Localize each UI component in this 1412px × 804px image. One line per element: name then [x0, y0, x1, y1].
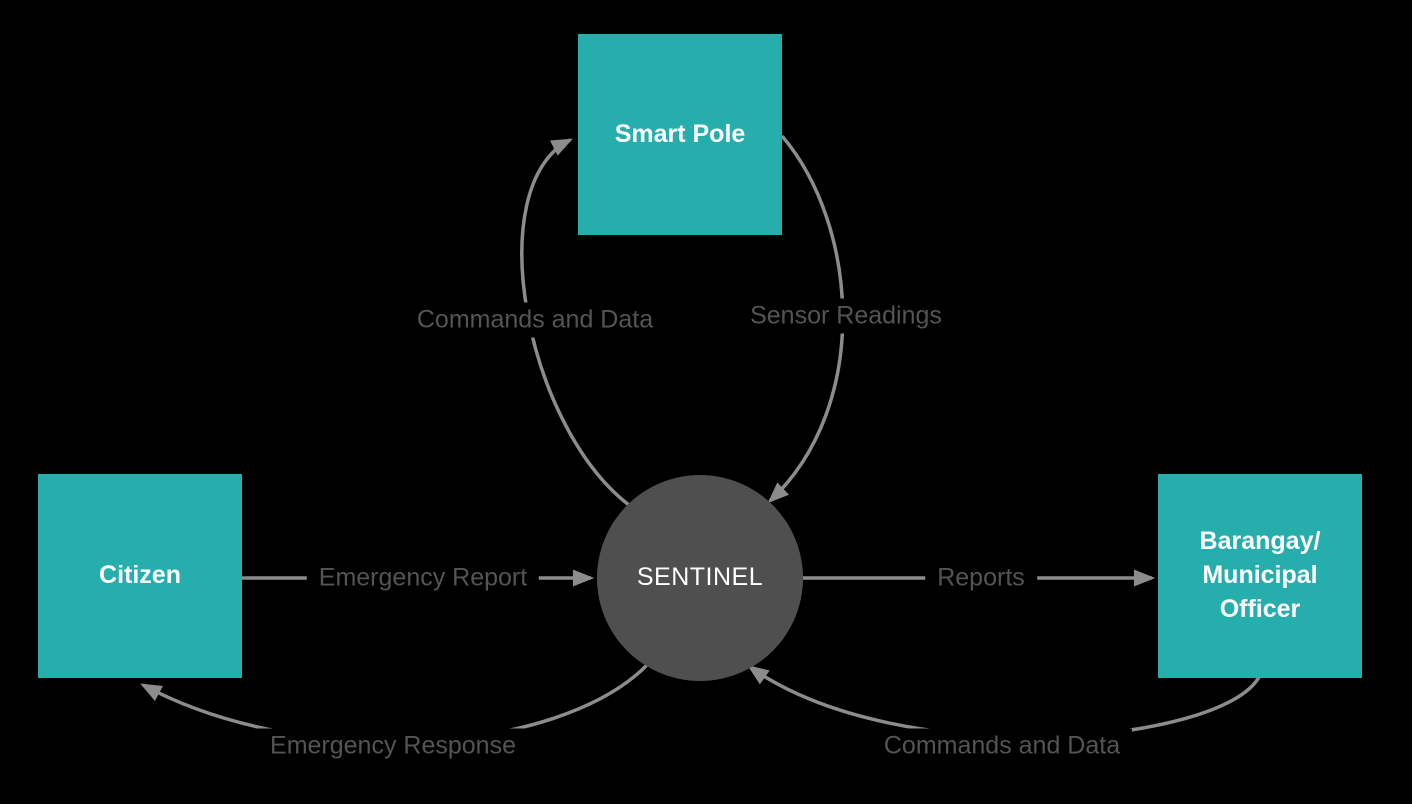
- edge-label-commands-and-data-top: Commands and Data: [404, 302, 666, 338]
- node-citizen-label: Citizen: [99, 561, 181, 590]
- node-smart-pole-label: Smart Pole: [614, 119, 746, 148]
- node-sentinel-label: SENTINEL: [636, 563, 764, 592]
- edge-label-sensor-readings: Sensor Readings: [738, 298, 954, 334]
- edge-label-emergency-report: Emergency Report: [306, 560, 540, 596]
- node-barangay-municipal-officer-label: Barangay/ Municipal Officer: [1199, 527, 1321, 623]
- node-smart-pole: Smart Pole: [578, 34, 782, 235]
- edge-label-reports: Reports: [925, 560, 1037, 596]
- edge-label-commands-and-data-bottom: Commands and Data: [871, 728, 1133, 764]
- node-sentinel-process: SENTINEL: [597, 475, 803, 681]
- edge-label-emergency-response: Emergency Response: [258, 728, 528, 764]
- node-citizen: Citizen: [38, 474, 242, 678]
- node-barangay-municipal-officer: Barangay/ Municipal Officer: [1158, 474, 1362, 678]
